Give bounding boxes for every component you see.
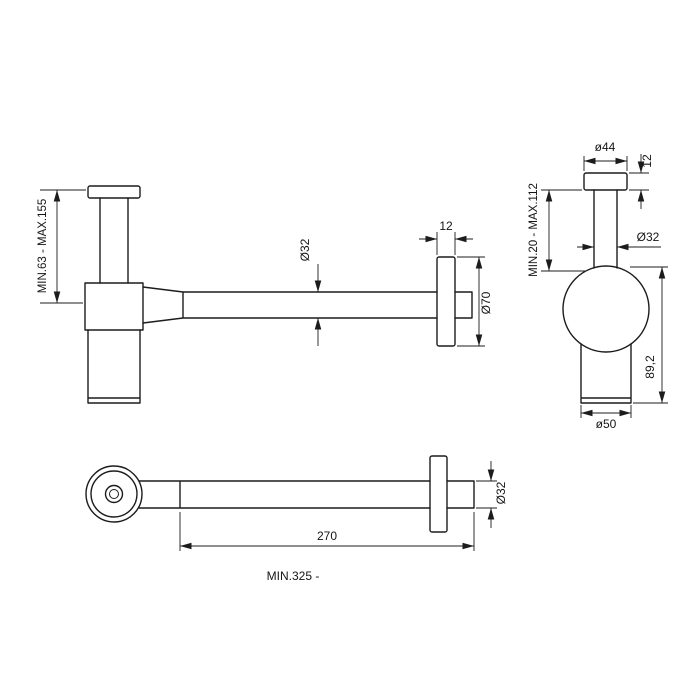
trap-body-circle	[562, 265, 650, 353]
label-pipe-length: 270	[317, 529, 337, 543]
ext-lines-inlet-height-front	[541, 189, 585, 272]
ext-lines-top-flange-thickness	[629, 172, 649, 191]
trap-body-top-outer-circle	[85, 465, 143, 523]
front-view: ø44 12 MIN.20 - MAX.112 Ø32 89,2 ø50	[528, 140, 668, 431]
inlet-top-cap	[87, 185, 141, 199]
label-body-height: 89,2	[643, 355, 657, 379]
side-view: MIN.63 - MAX.155 Ø32 12 Ø70	[37, 185, 493, 404]
label-overall-length-range: MIN.325 -	[267, 569, 320, 583]
label-pipe-diameter-plan: Ø32	[494, 481, 508, 504]
side-view-dimensions	[40, 189, 485, 347]
inlet-pipe-front	[593, 189, 618, 269]
outlet-pipe-plan	[138, 480, 475, 509]
trap-body-cup	[87, 329, 141, 404]
label-inlet-height-range-front: MIN.20 - MAX.112	[528, 183, 540, 277]
front-view-geometry	[562, 172, 650, 404]
ext-lines-flange-thickness	[436, 232, 456, 255]
trap-body-fitting	[84, 282, 144, 331]
ext-lines-top-flange-diameter	[583, 156, 628, 171]
top-flange	[583, 172, 628, 191]
outlet-pipe	[142, 286, 473, 324]
plan-view-dimensions	[179, 461, 497, 551]
side-view-geometry	[84, 185, 473, 404]
label-pipe-diameter-front: Ø32	[637, 230, 660, 244]
label-body-diameter: ø50	[596, 417, 617, 431]
label-wall-flange-diameter: Ø70	[479, 291, 493, 314]
wall-flange	[436, 256, 456, 347]
label-top-flange-diameter: ø44	[595, 140, 616, 154]
label-outlet-pipe-diameter: Ø32	[298, 238, 312, 261]
front-view-dimensions	[541, 154, 668, 418]
label-wall-flange-thickness: 12	[439, 219, 453, 233]
inlet-hole-outer-circle	[104, 484, 124, 504]
label-inlet-height-range: MIN.63 - MAX.155	[37, 199, 49, 294]
plan-view: Ø32 270 MIN.325 -	[85, 455, 508, 583]
ext-lines-inlet-height	[40, 189, 86, 304]
inlet-pipe	[99, 197, 129, 284]
plan-view-geometry	[85, 455, 475, 533]
trap-body-top-mid-circle	[90, 470, 138, 518]
inlet-hole-inner-circle	[109, 489, 119, 499]
trap-body-lower	[580, 343, 632, 404]
label-top-flange-thickness: 12	[640, 154, 654, 168]
wall-flange-plan	[429, 455, 448, 533]
